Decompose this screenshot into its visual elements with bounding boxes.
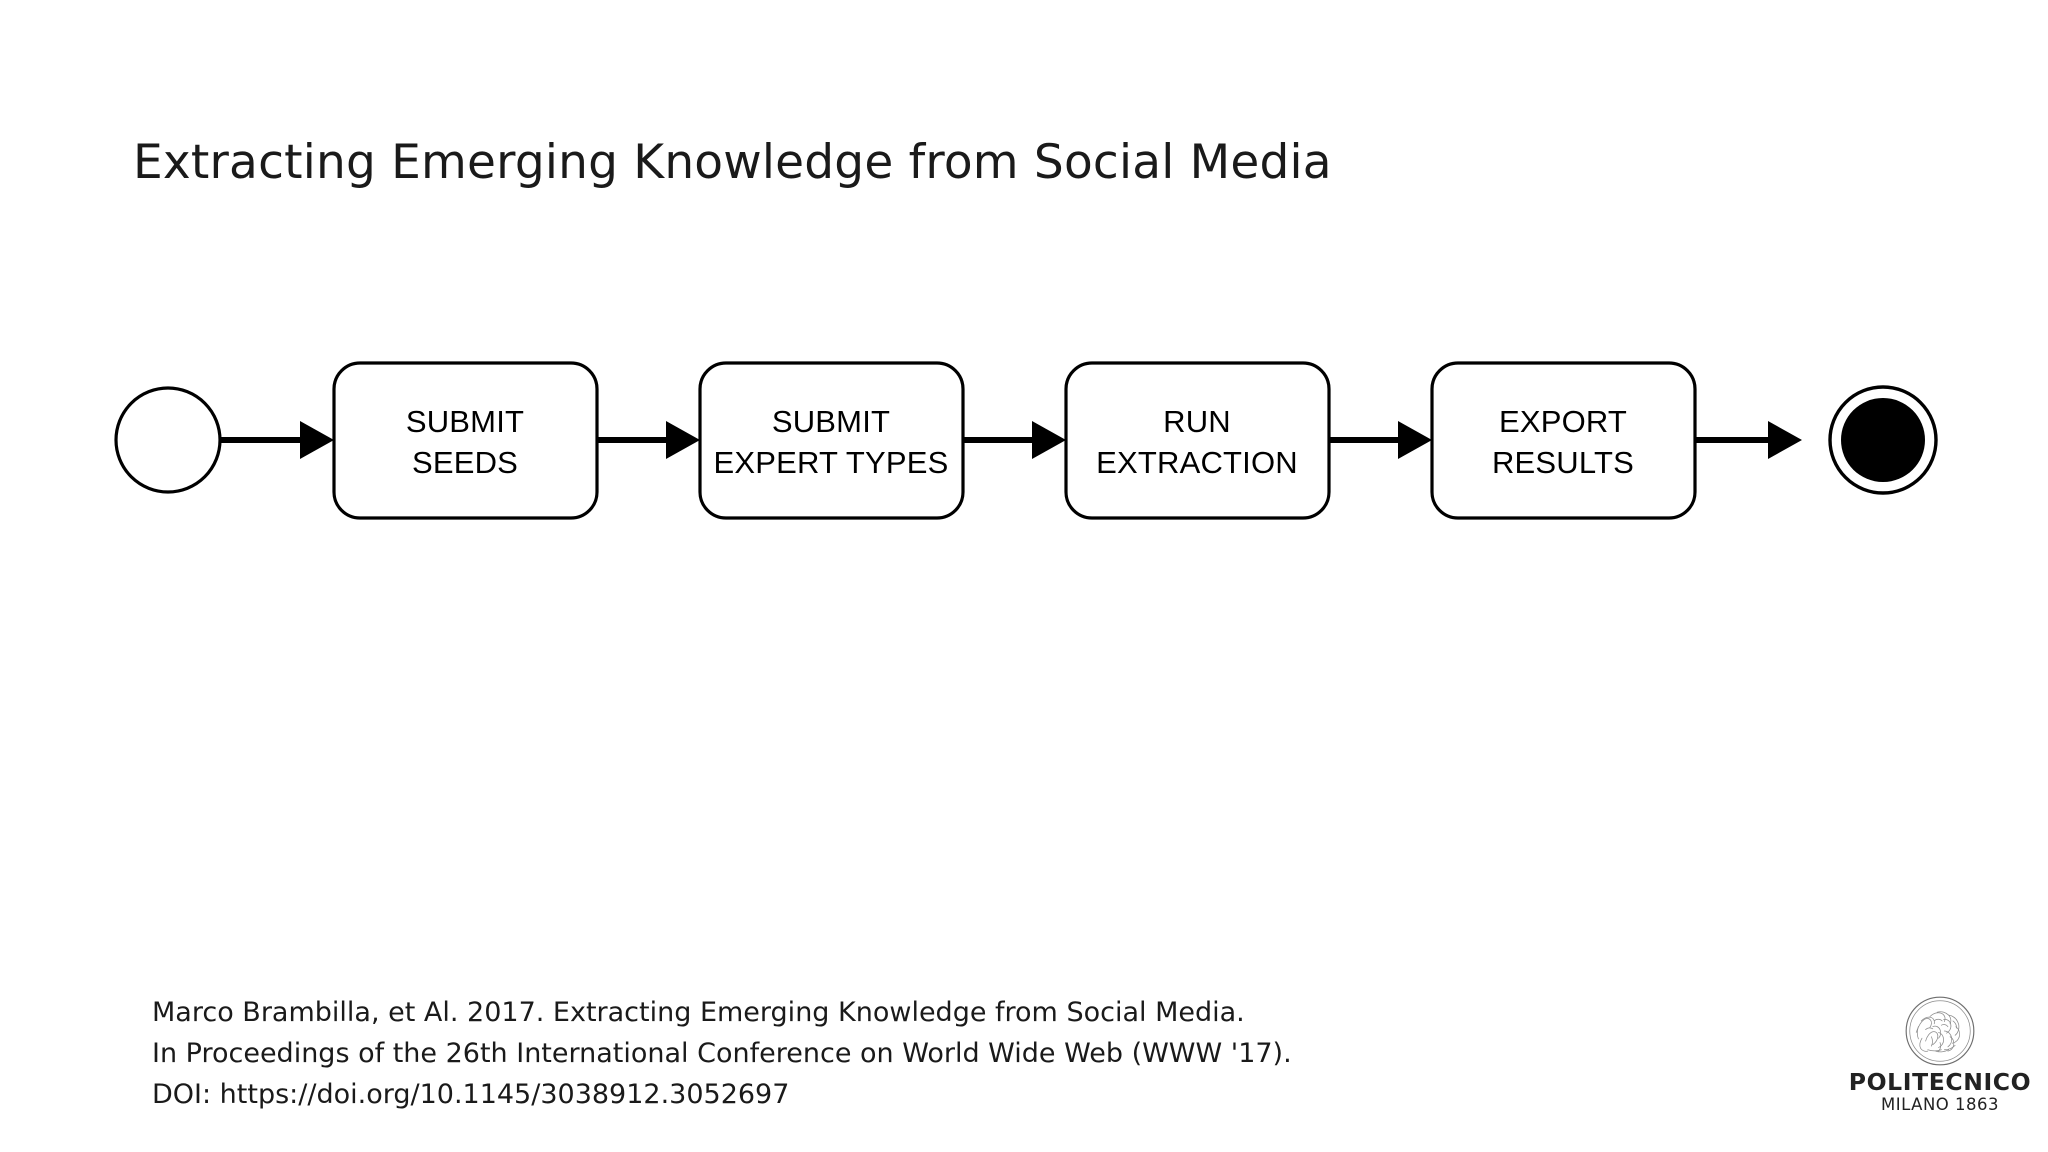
flow-step-export-results[interactable]: EXPORT RESULTS	[1430, 361, 1697, 520]
citation-line-3-doi: DOI: https://doi.org/10.1145/3038912.305…	[152, 1079, 790, 1110]
flow-step-4-line2: RESULTS	[1492, 445, 1634, 480]
flow-step-submit-expert-types[interactable]: SUBMIT EXPERT TYPES	[698, 361, 965, 520]
page-title: Extracting Emerging Knowledge from Socia…	[133, 135, 1332, 190]
flow-step-1-line1: SUBMIT	[406, 404, 524, 439]
citation-block: Marco Brambilla, et Al. 2017. Extracting…	[152, 992, 1292, 1115]
flow-connector-2	[597, 421, 700, 459]
flow-connector-3	[963, 421, 1066, 459]
flow-step-1-line2: SEEDS	[412, 445, 518, 480]
flow-start-node[interactable]	[114, 386, 222, 494]
flow-step-3-line2: EXTRACTION	[1096, 445, 1298, 480]
flow-step-run-extraction[interactable]: RUN EXTRACTION	[1064, 361, 1331, 520]
flow-step-2-line1: SUBMIT	[772, 404, 890, 439]
flow-step-3-line1: RUN	[1163, 404, 1231, 439]
citation-line-2: In Proceedings of the 26th International…	[152, 1038, 1292, 1069]
flow-end-node[interactable]	[1828, 385, 1938, 495]
citation-line-1: Marco Brambilla, et Al. 2017. Extracting…	[152, 997, 1245, 1028]
flow-step-2-line2: EXPERT TYPES	[713, 445, 948, 480]
logo-subline: MILANO 1863	[1880, 1094, 2000, 1114]
logo-wordmark: POLITECNICO	[1848, 1068, 2032, 1096]
politecnico-seal-icon	[1905, 996, 1975, 1066]
flow-connector-1	[221, 421, 334, 459]
politecnico-logo: POLITECNICO MILANO 1863	[1845, 995, 2035, 1114]
flow-step-submit-seeds[interactable]: SUBMIT SEEDS	[332, 361, 599, 520]
flow-step-4-line1: EXPORT	[1499, 404, 1627, 439]
flow-connector-4	[1329, 421, 1432, 459]
flow-connector-5	[1695, 421, 1802, 459]
